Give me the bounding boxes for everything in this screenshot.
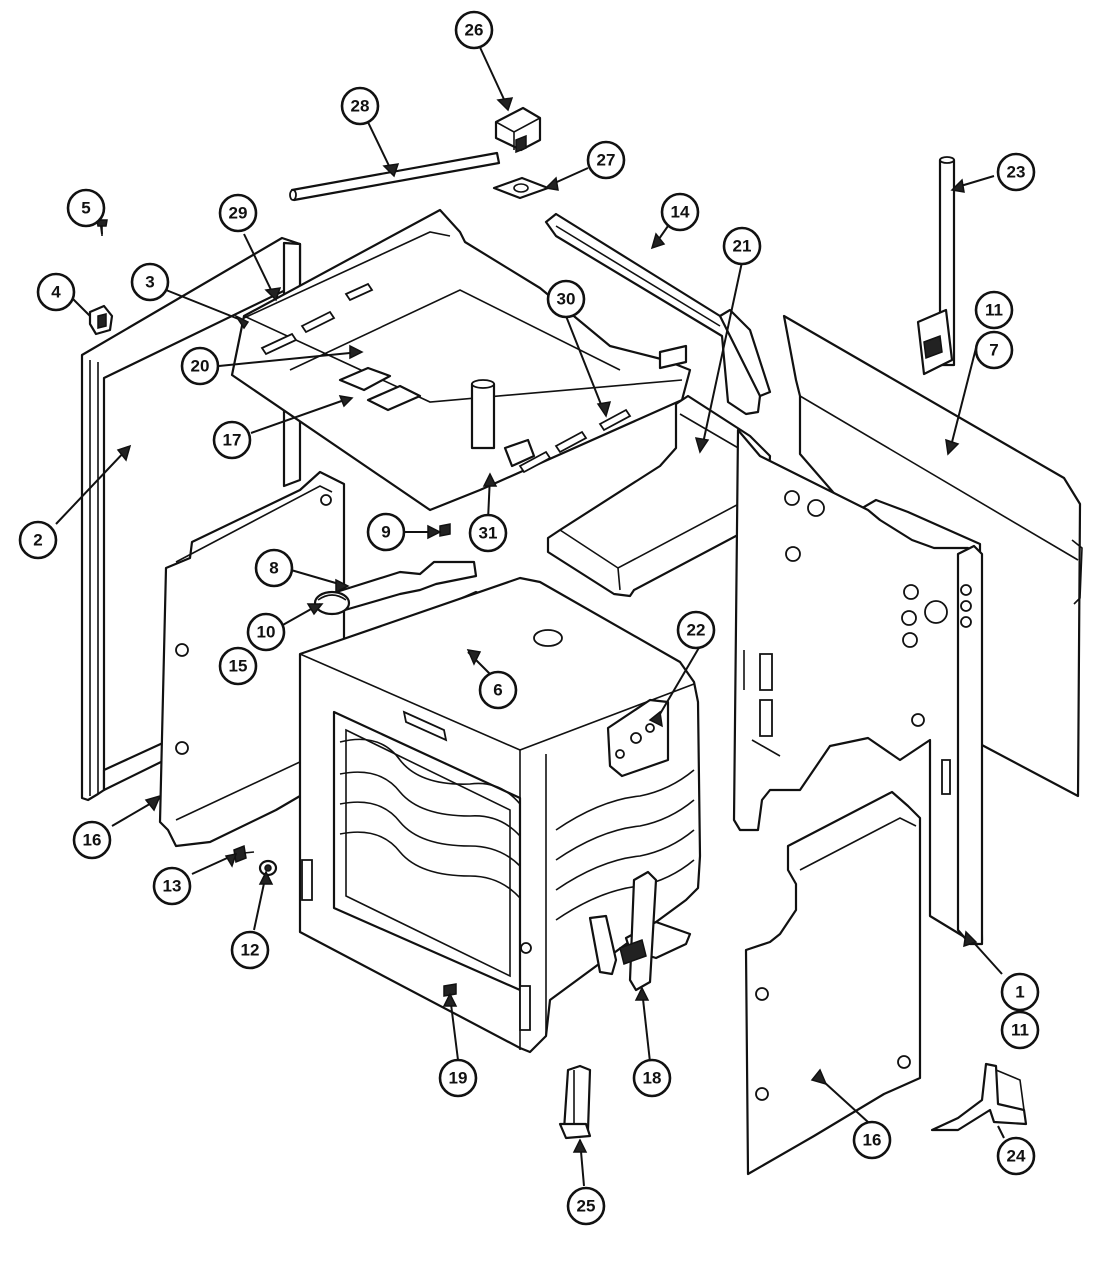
callout-label: 10 — [257, 623, 276, 642]
back-panel-part — [782, 314, 1083, 798]
leg-bracket-part — [930, 1062, 1028, 1132]
callout-25: 25 — [566, 1186, 606, 1226]
callout-3: 3 — [130, 262, 170, 302]
callout-1: 1 — [1000, 972, 1040, 1012]
callout-8: 8 — [254, 548, 294, 588]
callout-17: 17 — [212, 420, 252, 460]
callout-label: 1 — [1015, 983, 1024, 1002]
callout-10: 10 — [246, 612, 286, 652]
callout-4: 4 — [36, 272, 76, 312]
cap-part — [494, 106, 542, 154]
callout-label: 19 — [449, 1069, 468, 1088]
callout-label: 7 — [989, 341, 998, 360]
callout-label: 24 — [1007, 1147, 1026, 1166]
callout-11-top: 11 — [974, 290, 1014, 330]
clip-part — [88, 304, 114, 336]
callout-label: 11 — [1011, 1021, 1029, 1040]
top-burner-box-part — [230, 208, 692, 512]
callout-label: 4 — [51, 283, 61, 302]
callout-label: 25 — [577, 1197, 596, 1216]
callout-label: 3 — [145, 273, 154, 292]
callout-6: 6 — [478, 670, 518, 710]
callout-22: 22 — [676, 610, 716, 650]
callout-11-bottom: 11 — [1000, 1010, 1040, 1050]
callout-26: 26 — [454, 10, 494, 50]
callout-label: 12 — [241, 941, 260, 960]
callout-14: 14 — [660, 192, 700, 232]
callout-29: 29 — [218, 193, 258, 233]
callout-18: 18 — [632, 1058, 672, 1098]
callout-label: 17 — [223, 431, 242, 450]
callout-23: 23 — [996, 152, 1036, 192]
callout-9: 9 — [366, 512, 406, 552]
callout-30: 30 — [546, 279, 586, 319]
callout-label: 5 — [81, 199, 90, 218]
hinge-part — [588, 870, 692, 992]
vertical-rod-part — [916, 156, 956, 376]
callout-27: 27 — [586, 140, 626, 180]
callout-20: 20 — [180, 346, 220, 386]
callout-19: 19 — [438, 1058, 478, 1098]
gasket-part — [492, 176, 550, 200]
callout-13: 13 — [152, 866, 192, 906]
callout-16-left: 16 — [72, 820, 112, 860]
callout-label: 16 — [83, 831, 102, 850]
callout-16-right: 16 — [852, 1120, 892, 1160]
callout-label: 13 — [163, 877, 182, 896]
callout-5: 5 — [66, 188, 106, 228]
callout-label: 15 — [229, 657, 248, 676]
callout-label: 2 — [33, 531, 42, 550]
callout-label: 23 — [1007, 163, 1026, 182]
callout-21: 21 — [722, 226, 762, 266]
knob-part — [313, 590, 351, 616]
callout-15: 15 — [218, 646, 258, 686]
callout-label: 11 — [985, 301, 1003, 320]
callout-label: 6 — [493, 681, 502, 700]
right-side-panel-part — [744, 790, 922, 1176]
screw-19-part — [443, 983, 457, 997]
callout-label: 16 — [863, 1131, 882, 1150]
callout-label: 21 — [733, 237, 752, 256]
leader-arrowheads — [116, 97, 978, 1153]
fastener-12-part — [258, 859, 278, 877]
callout-12: 12 — [230, 930, 270, 970]
rear-panel-part — [544, 212, 772, 416]
callout-label: 8 — [269, 559, 278, 578]
fastener-13-part — [233, 844, 255, 864]
callout-label: 31 — [479, 524, 498, 543]
callout-label: 26 — [465, 21, 484, 40]
callout-label: 29 — [229, 204, 248, 223]
callout-7: 7 — [974, 330, 1014, 370]
callout-label: 20 — [191, 357, 210, 376]
callout-2: 2 — [18, 520, 58, 560]
rod-part — [289, 151, 501, 202]
callout-31: 31 — [468, 513, 508, 553]
callout-label: 14 — [671, 203, 690, 222]
callout-label: 18 — [643, 1069, 662, 1088]
callout-label: 28 — [351, 97, 370, 116]
callout-24: 24 — [996, 1136, 1036, 1176]
callout-label: 27 — [597, 151, 616, 170]
control-side-panel-part — [732, 428, 984, 946]
callout-label: 22 — [687, 621, 706, 640]
bracket-part — [328, 523, 478, 614]
leg-part — [558, 1064, 592, 1140]
callout-label: 9 — [381, 523, 390, 542]
callout-28: 28 — [340, 86, 380, 126]
callout-label: 30 — [557, 290, 576, 309]
